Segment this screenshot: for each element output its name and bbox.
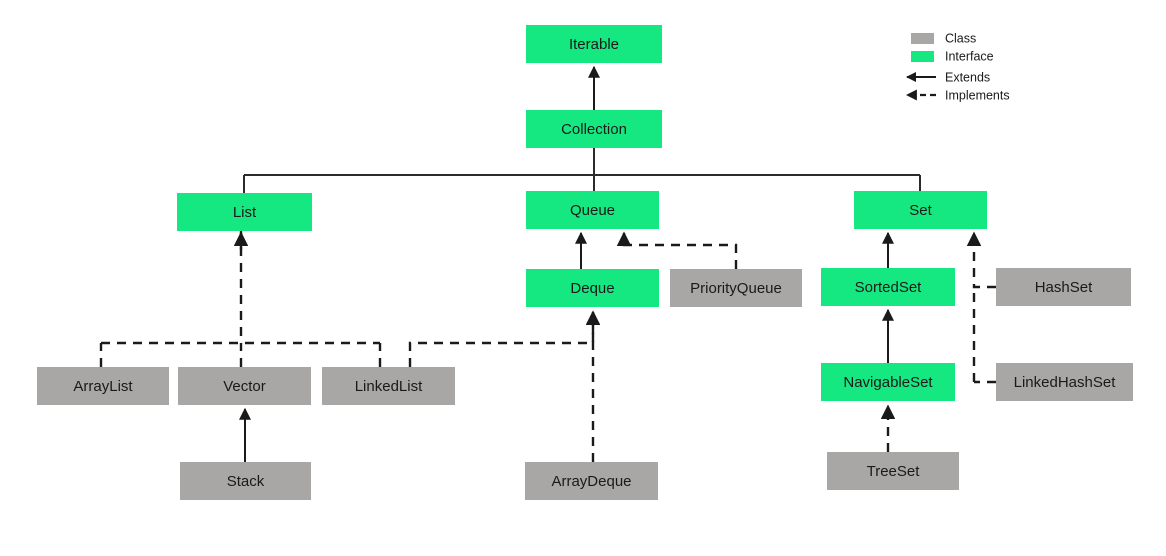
edge-priorityqueue-impl-queue — [616, 231, 738, 269]
edge-hashset-impl-set — [966, 231, 996, 289]
node-box-arraydeque — [525, 462, 658, 500]
node-box-sortedset — [821, 268, 955, 306]
node-navigableset[interactable]: NavigableSet — [821, 363, 955, 401]
node-priorityqueue[interactable]: PriorityQueue — [670, 269, 802, 307]
legend-class-swatch — [911, 33, 934, 44]
node-linkedlist[interactable]: LinkedList — [322, 367, 455, 405]
node-set[interactable]: Set — [854, 191, 987, 229]
node-vector[interactable]: Vector — [178, 367, 311, 405]
node-box-hashset — [996, 268, 1131, 306]
legend-interface: Interface — [911, 49, 994, 63]
node-iterable[interactable]: Iterable — [526, 25, 662, 63]
node-box-linkedhashset — [996, 363, 1133, 401]
node-collection[interactable]: Collection — [526, 110, 662, 148]
legend-interface-label: Interface — [945, 49, 994, 63]
node-box-treeset — [827, 452, 959, 490]
node-box-deque — [526, 269, 659, 307]
node-box-collection — [526, 110, 662, 148]
legend-extends-label: Extends — [945, 70, 990, 84]
node-box-set — [854, 191, 987, 229]
edge-linkedlist-impl-deque — [408, 310, 601, 367]
legend-interface-swatch — [911, 51, 934, 62]
node-box-stack — [180, 462, 311, 500]
node-deque[interactable]: Deque — [526, 269, 659, 307]
node-treeset[interactable]: TreeSet — [827, 452, 959, 490]
legend-class: Class — [911, 31, 976, 45]
legend-extends: Extends — [906, 70, 990, 84]
node-box-arraylist — [37, 367, 169, 405]
node-box-list — [177, 193, 312, 231]
node-linkedhashset[interactable]: LinkedHashSet — [996, 363, 1133, 401]
node-box-priorityqueue — [670, 269, 802, 307]
node-box-iterable — [526, 25, 662, 63]
node-hashset[interactable]: HashSet — [996, 268, 1131, 306]
node-box-linkedlist — [322, 367, 455, 405]
node-arraylist[interactable]: ArrayList — [37, 367, 169, 405]
node-sortedset[interactable]: SortedSet — [821, 268, 955, 306]
edges-layer — [99, 65, 996, 462]
node-stack[interactable]: Stack — [180, 462, 311, 500]
node-queue[interactable]: Queue — [526, 191, 659, 229]
node-list[interactable]: List — [177, 193, 312, 231]
legend-implements: Implements — [905, 88, 1010, 102]
legend-class-label: Class — [945, 31, 976, 45]
legend-implements-label: Implements — [945, 88, 1010, 102]
node-box-queue — [526, 191, 659, 229]
node-box-vector — [178, 367, 311, 405]
node-arraydeque[interactable]: ArrayDeque — [525, 462, 658, 500]
node-box-navigableset — [821, 363, 955, 401]
